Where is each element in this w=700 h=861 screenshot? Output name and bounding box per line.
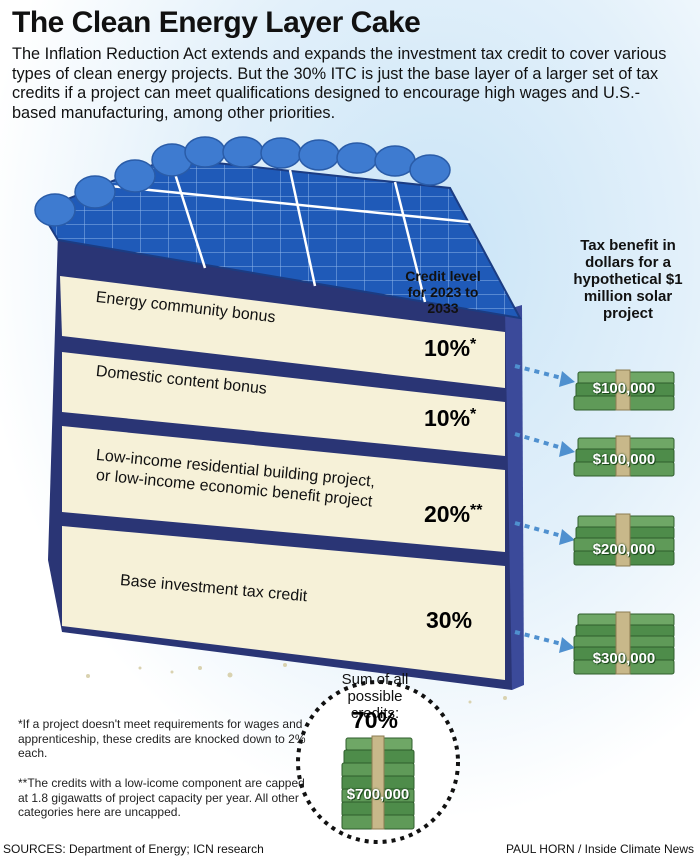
money-stack-sum: [341, 735, 415, 830]
credit-line: PAUL HORN / Inside Climate News: [505, 842, 694, 856]
sum-title: Sum of all possible credits:: [341, 671, 409, 722]
layer-percent-base-itc: 30%: [426, 607, 473, 633]
layer-percent-domestic-content: 10%*: [424, 405, 477, 431]
layer-percent-low-income: 20%**: [424, 501, 483, 527]
layer-3-band: [62, 426, 505, 552]
layer-1-band: [60, 276, 505, 388]
intro-text: The Inflation Reduction Act extends and …: [12, 45, 667, 122]
benefit-amount-2: $100,000: [592, 451, 656, 468]
crumbs: [86, 663, 507, 704]
layer-percent-energy-community: 10%*: [424, 335, 477, 361]
layer-2-band: [62, 352, 505, 456]
sources-line: SOURCES: Department of Energy; ICN resea…: [3, 842, 264, 856]
benefit-amount-1: $100,000: [592, 380, 656, 397]
arrow-heads: [559, 371, 575, 653]
money-stack-3: [573, 513, 675, 567]
benefit-amount-3: $200,000: [592, 541, 656, 558]
frosting: [34, 136, 451, 227]
money-stack-2: [573, 435, 675, 477]
money-stack-4: [573, 611, 675, 675]
sum-amount: $700,000: [346, 786, 410, 803]
footnote-low-income-cap: **The credits with a low-icome component…: [18, 776, 305, 819]
benefit-amount-4: $300,000: [592, 650, 656, 667]
footnote-wages: *If a project doesn't meet requirements …: [18, 717, 306, 760]
arrows: [514, 364, 563, 646]
page-title: The Clean Energy Layer Cake: [12, 6, 421, 39]
tax-benefit-header: Tax benefit in dollars for a hypothetica…: [573, 237, 683, 322]
sum-percent: 70%: [351, 707, 399, 733]
layer-4-band: [62, 526, 505, 680]
credit-level-header: Credit level for 2023 to 2033: [405, 268, 481, 316]
money-stack-1: [573, 369, 675, 411]
